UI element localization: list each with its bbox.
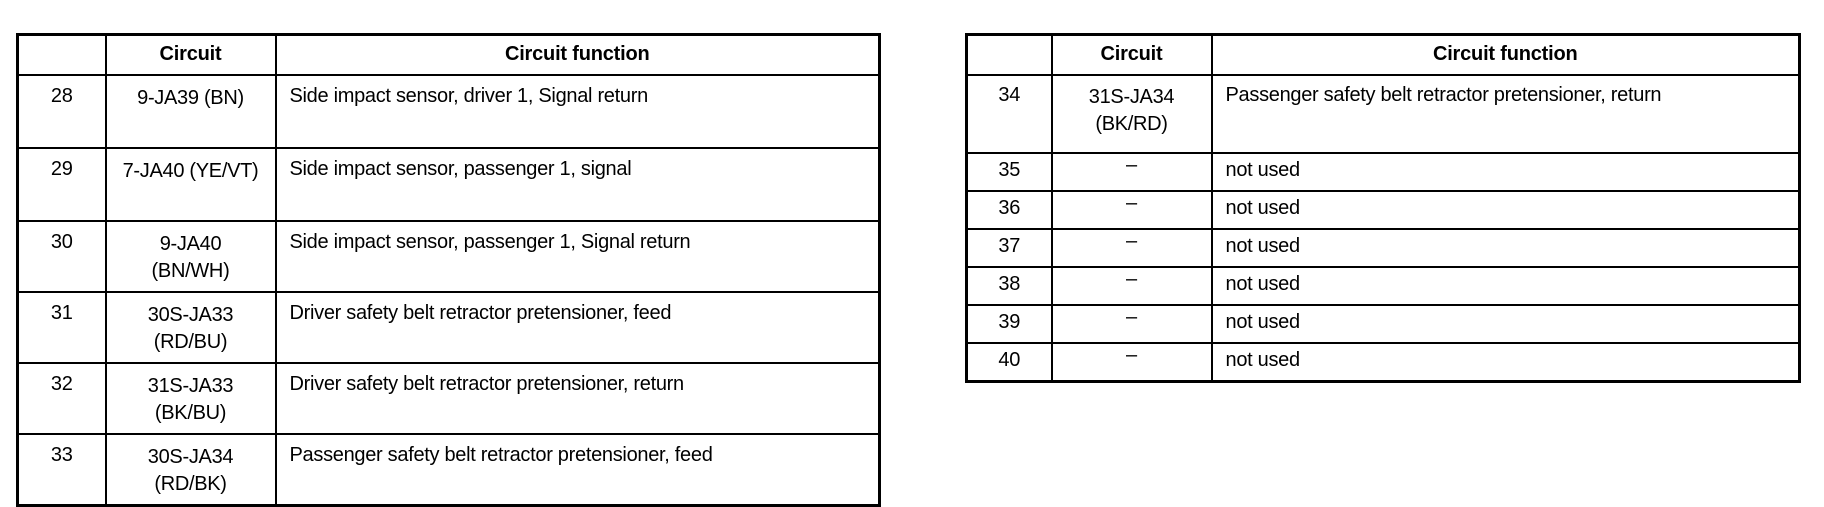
cell-pin: 38 — [965, 266, 1053, 306]
circuit-line-1: 9-JA39 (BN) — [137, 87, 244, 109]
cell-circuit: 9-JA40 (BN/WH) — [104, 220, 277, 293]
circuit-line-2: (BK/BU) — [154, 402, 227, 424]
circuit-line-1: 30S-JA34 — [147, 446, 234, 468]
table-row: 28 9-JA39 (BN) Side impact sensor, drive… — [16, 74, 881, 149]
table-header-row: Circuit Circuit function — [17, 33, 881, 76]
column-header-function: Circuit function — [1210, 33, 1801, 76]
cell-pin: 40 — [965, 342, 1053, 383]
cell-function: Driver safety belt retractor pretensione… — [274, 291, 881, 364]
cell-function: not used — [1210, 228, 1801, 268]
column-header-circuit: Circuit — [1050, 33, 1213, 76]
column-header-function: Circuit function — [274, 33, 881, 76]
circuit-line-1: 31S-JA34 — [1088, 86, 1175, 108]
table-row: 31 30S-JA33 (RD/BU) Driver safety belt r… — [16, 291, 881, 364]
circuit-line-2: (RD/BK) — [154, 473, 227, 495]
cell-function: not used — [1210, 304, 1801, 344]
table-header-row: Circuit Circuit function — [966, 33, 1801, 76]
cell-pin: 35 — [965, 152, 1053, 192]
cell-pin: 30 — [16, 220, 107, 293]
cell-function: Passenger safety belt retractor pretensi… — [274, 433, 881, 507]
circuit-line-1: 31S-JA33 — [147, 375, 234, 397]
cell-circuit: 31S-JA33 (BK/BU) — [104, 362, 277, 435]
cell-circuit: 7-JA40 (YE/VT) — [104, 147, 277, 222]
circuit-line-2: (RD/BU) — [153, 331, 228, 353]
cell-circuit: 30S-JA33 (RD/BU) — [104, 291, 277, 364]
cell-pin: 34 — [965, 74, 1053, 154]
cell-function: not used — [1210, 342, 1801, 383]
table-row: 35 – not used — [965, 152, 1801, 192]
table-row: 30 9-JA40 (BN/WH) Side impact sensor, pa… — [16, 220, 881, 293]
cell-function: Driver safety belt retractor pretensione… — [274, 362, 881, 435]
cell-circuit: – — [1050, 190, 1213, 230]
cell-circuit: – — [1050, 152, 1213, 192]
circuit-table-right: Circuit Circuit function 34 31S-JA34 (BK… — [965, 33, 1801, 383]
cell-function: Passenger safety belt retractor pretensi… — [1210, 74, 1801, 154]
circuit-table-left: Circuit Circuit function 28 9-JA39 (BN) … — [16, 33, 881, 507]
table-row: 33 30S-JA34 (RD/BK) Passenger safety bel… — [16, 433, 881, 507]
table-row: 34 31S-JA34 (BK/RD) Passenger safety bel… — [965, 74, 1801, 154]
cell-pin: 29 — [16, 147, 107, 222]
table-row: 36 – not used — [965, 190, 1801, 230]
cell-function: Side impact sensor, passenger 1, Signal … — [274, 220, 881, 293]
table-row: 32 31S-JA33 (BK/BU) Driver safety belt r… — [16, 362, 881, 435]
cell-pin: 33 — [16, 433, 107, 507]
cell-circuit: 9-JA39 (BN) — [104, 74, 277, 149]
table-row: 29 7-JA40 (YE/VT) Side impact sensor, pa… — [16, 147, 881, 222]
circuit-line-2: (BN/WH) — [151, 260, 230, 282]
cell-pin: 28 — [16, 74, 107, 149]
cell-pin: 31 — [16, 291, 107, 364]
table-row: 40 – not used — [965, 342, 1801, 383]
table-row: 38 – not used — [965, 266, 1801, 306]
cell-function: Side impact sensor, passenger 1, signal — [274, 147, 881, 222]
cell-pin: 39 — [965, 304, 1053, 344]
cell-circuit: – — [1050, 266, 1213, 306]
column-header-circuit: Circuit — [104, 33, 277, 76]
circuit-line-1: 30S-JA33 — [147, 304, 234, 326]
cell-circuit: – — [1050, 228, 1213, 268]
cell-function: not used — [1210, 190, 1801, 230]
table-row: 37 – not used — [965, 228, 1801, 268]
cell-circuit: – — [1050, 342, 1213, 383]
cell-circuit: 31S-JA34 (BK/RD) — [1050, 74, 1213, 154]
cell-pin: 36 — [965, 190, 1053, 230]
cell-pin: 37 — [965, 228, 1053, 268]
cell-circuit: – — [1050, 304, 1213, 344]
cell-function: Side impact sensor, driver 1, Signal ret… — [274, 74, 881, 149]
cell-function: not used — [1210, 266, 1801, 306]
page-canvas: Circuit Circuit function 28 9-JA39 (BN) … — [16, 33, 1801, 507]
circuit-line-1: 9-JA40 — [159, 233, 222, 255]
column-header-pin — [17, 34, 107, 76]
column-header-pin — [966, 34, 1053, 76]
circuit-line-1: 7-JA40 (YE/VT) — [122, 160, 259, 182]
cell-function: not used — [1210, 152, 1801, 192]
circuit-line-2: (BK/RD) — [1095, 113, 1168, 135]
cell-circuit: 30S-JA34 (RD/BK) — [104, 433, 277, 507]
cell-pin: 32 — [16, 362, 107, 435]
table-row: 39 – not used — [965, 304, 1801, 344]
